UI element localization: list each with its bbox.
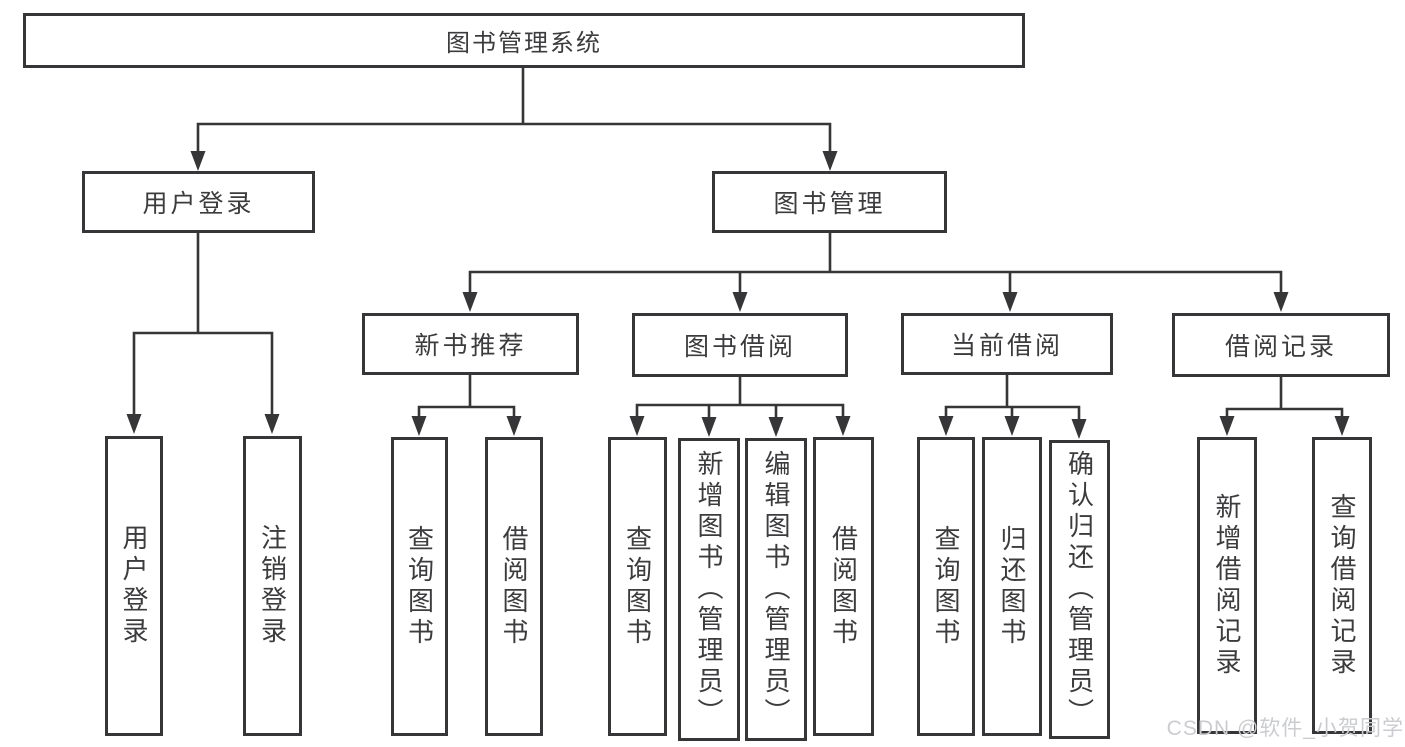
arrow-down-icon [1004, 416, 1020, 436]
leaf-logout-login: 注销登录 [243, 436, 302, 736]
leaf-current-query-books: 查询图书 [917, 437, 975, 736]
leaf-records-add-record: 新增借阅记录 [1197, 437, 1257, 734]
arrow-down-icon [1219, 416, 1235, 436]
wire-root-to-level2 [196, 66, 832, 157]
leaf-label: 新增借阅记录 [1212, 492, 1242, 679]
leaf-rec-borrow-books: 借阅图书 [485, 437, 543, 736]
arrow-down-icon [768, 417, 784, 437]
leaf-label: 新增图书（管理员） [694, 450, 724, 729]
arrow-down-icon [126, 414, 142, 434]
arrow-down-icon [1002, 292, 1018, 312]
arrow-down-icon [462, 292, 478, 312]
node-borrowing-records: 借阅记录 [1172, 313, 1390, 377]
arrow-down-icon [190, 151, 206, 171]
leaf-borrow-edit-book-admin: 编辑图书（管理员） [745, 438, 807, 741]
wire-borrow-records-group [1225, 375, 1344, 422]
leaf-borrow-query-books: 查询图书 [608, 437, 667, 736]
arrow-down-icon [506, 416, 522, 436]
wire-current-borrow-group [944, 373, 1081, 425]
node-library-management-system: 图书管理系统 [23, 13, 1025, 68]
node-user-login: 用户登录 [82, 171, 315, 233]
arrowheads [126, 151, 1350, 439]
node-book-management: 图书管理 [712, 171, 947, 233]
leaf-label: 查询图书 [404, 524, 435, 649]
leaf-rec-query-books: 查询图书 [391, 437, 448, 736]
leaf-label: 注销登录 [257, 524, 288, 648]
arrow-down-icon [411, 416, 427, 436]
leaf-label: 查询图书 [931, 524, 961, 649]
connector-lines [132, 66, 1344, 425]
arrow-down-icon [701, 417, 717, 437]
arrow-down-icon [822, 151, 838, 171]
leaf-label: 确认归还（管理员） [1064, 450, 1095, 729]
leaf-borrow-add-book-admin: 新增图书（管理员） [678, 438, 740, 741]
node-book-borrowing: 图书借阅 [632, 313, 848, 377]
leaf-records-query-record: 查询借阅记录 [1312, 437, 1372, 734]
arrow-down-icon [835, 416, 851, 436]
leaf-label: 归还图书 [997, 524, 1027, 649]
leaf-user-login: 用户登录 [105, 436, 163, 736]
leaf-label: 查询借阅记录 [1327, 492, 1357, 679]
arrow-down-icon [938, 416, 954, 436]
arrow-down-icon [629, 416, 645, 436]
leaf-label: 查询图书 [622, 524, 653, 649]
arrow-down-icon [1334, 416, 1350, 436]
leaf-label: 用户登录 [119, 524, 149, 648]
node-new-book-recommendation: 新书推荐 [362, 313, 579, 375]
wire-user-login-branch [132, 231, 274, 420]
leaf-label: 借阅图书 [499, 524, 529, 649]
watermark-text: CSDN @软件_小贺同学 [1166, 717, 1404, 740]
arrow-down-icon [732, 292, 748, 312]
leaf-label: 借阅图书 [828, 524, 859, 649]
leaf-current-return-books: 归还图书 [982, 437, 1042, 736]
wire-book-management-branch [468, 231, 1283, 298]
arrow-down-icon [1273, 292, 1289, 312]
arrow-down-icon [264, 414, 280, 434]
leaf-borrow-borrow-books: 借阅图书 [813, 437, 874, 736]
leaf-current-confirm-return-admin: 确认归还（管理员） [1049, 440, 1110, 739]
wire-book-borrow-group [635, 375, 845, 423]
node-current-borrowing: 当前借阅 [901, 313, 1113, 375]
arrow-down-icon [1071, 419, 1087, 439]
wire-new-book-group [417, 373, 516, 422]
leaf-label: 编辑图书（管理员） [761, 450, 791, 729]
